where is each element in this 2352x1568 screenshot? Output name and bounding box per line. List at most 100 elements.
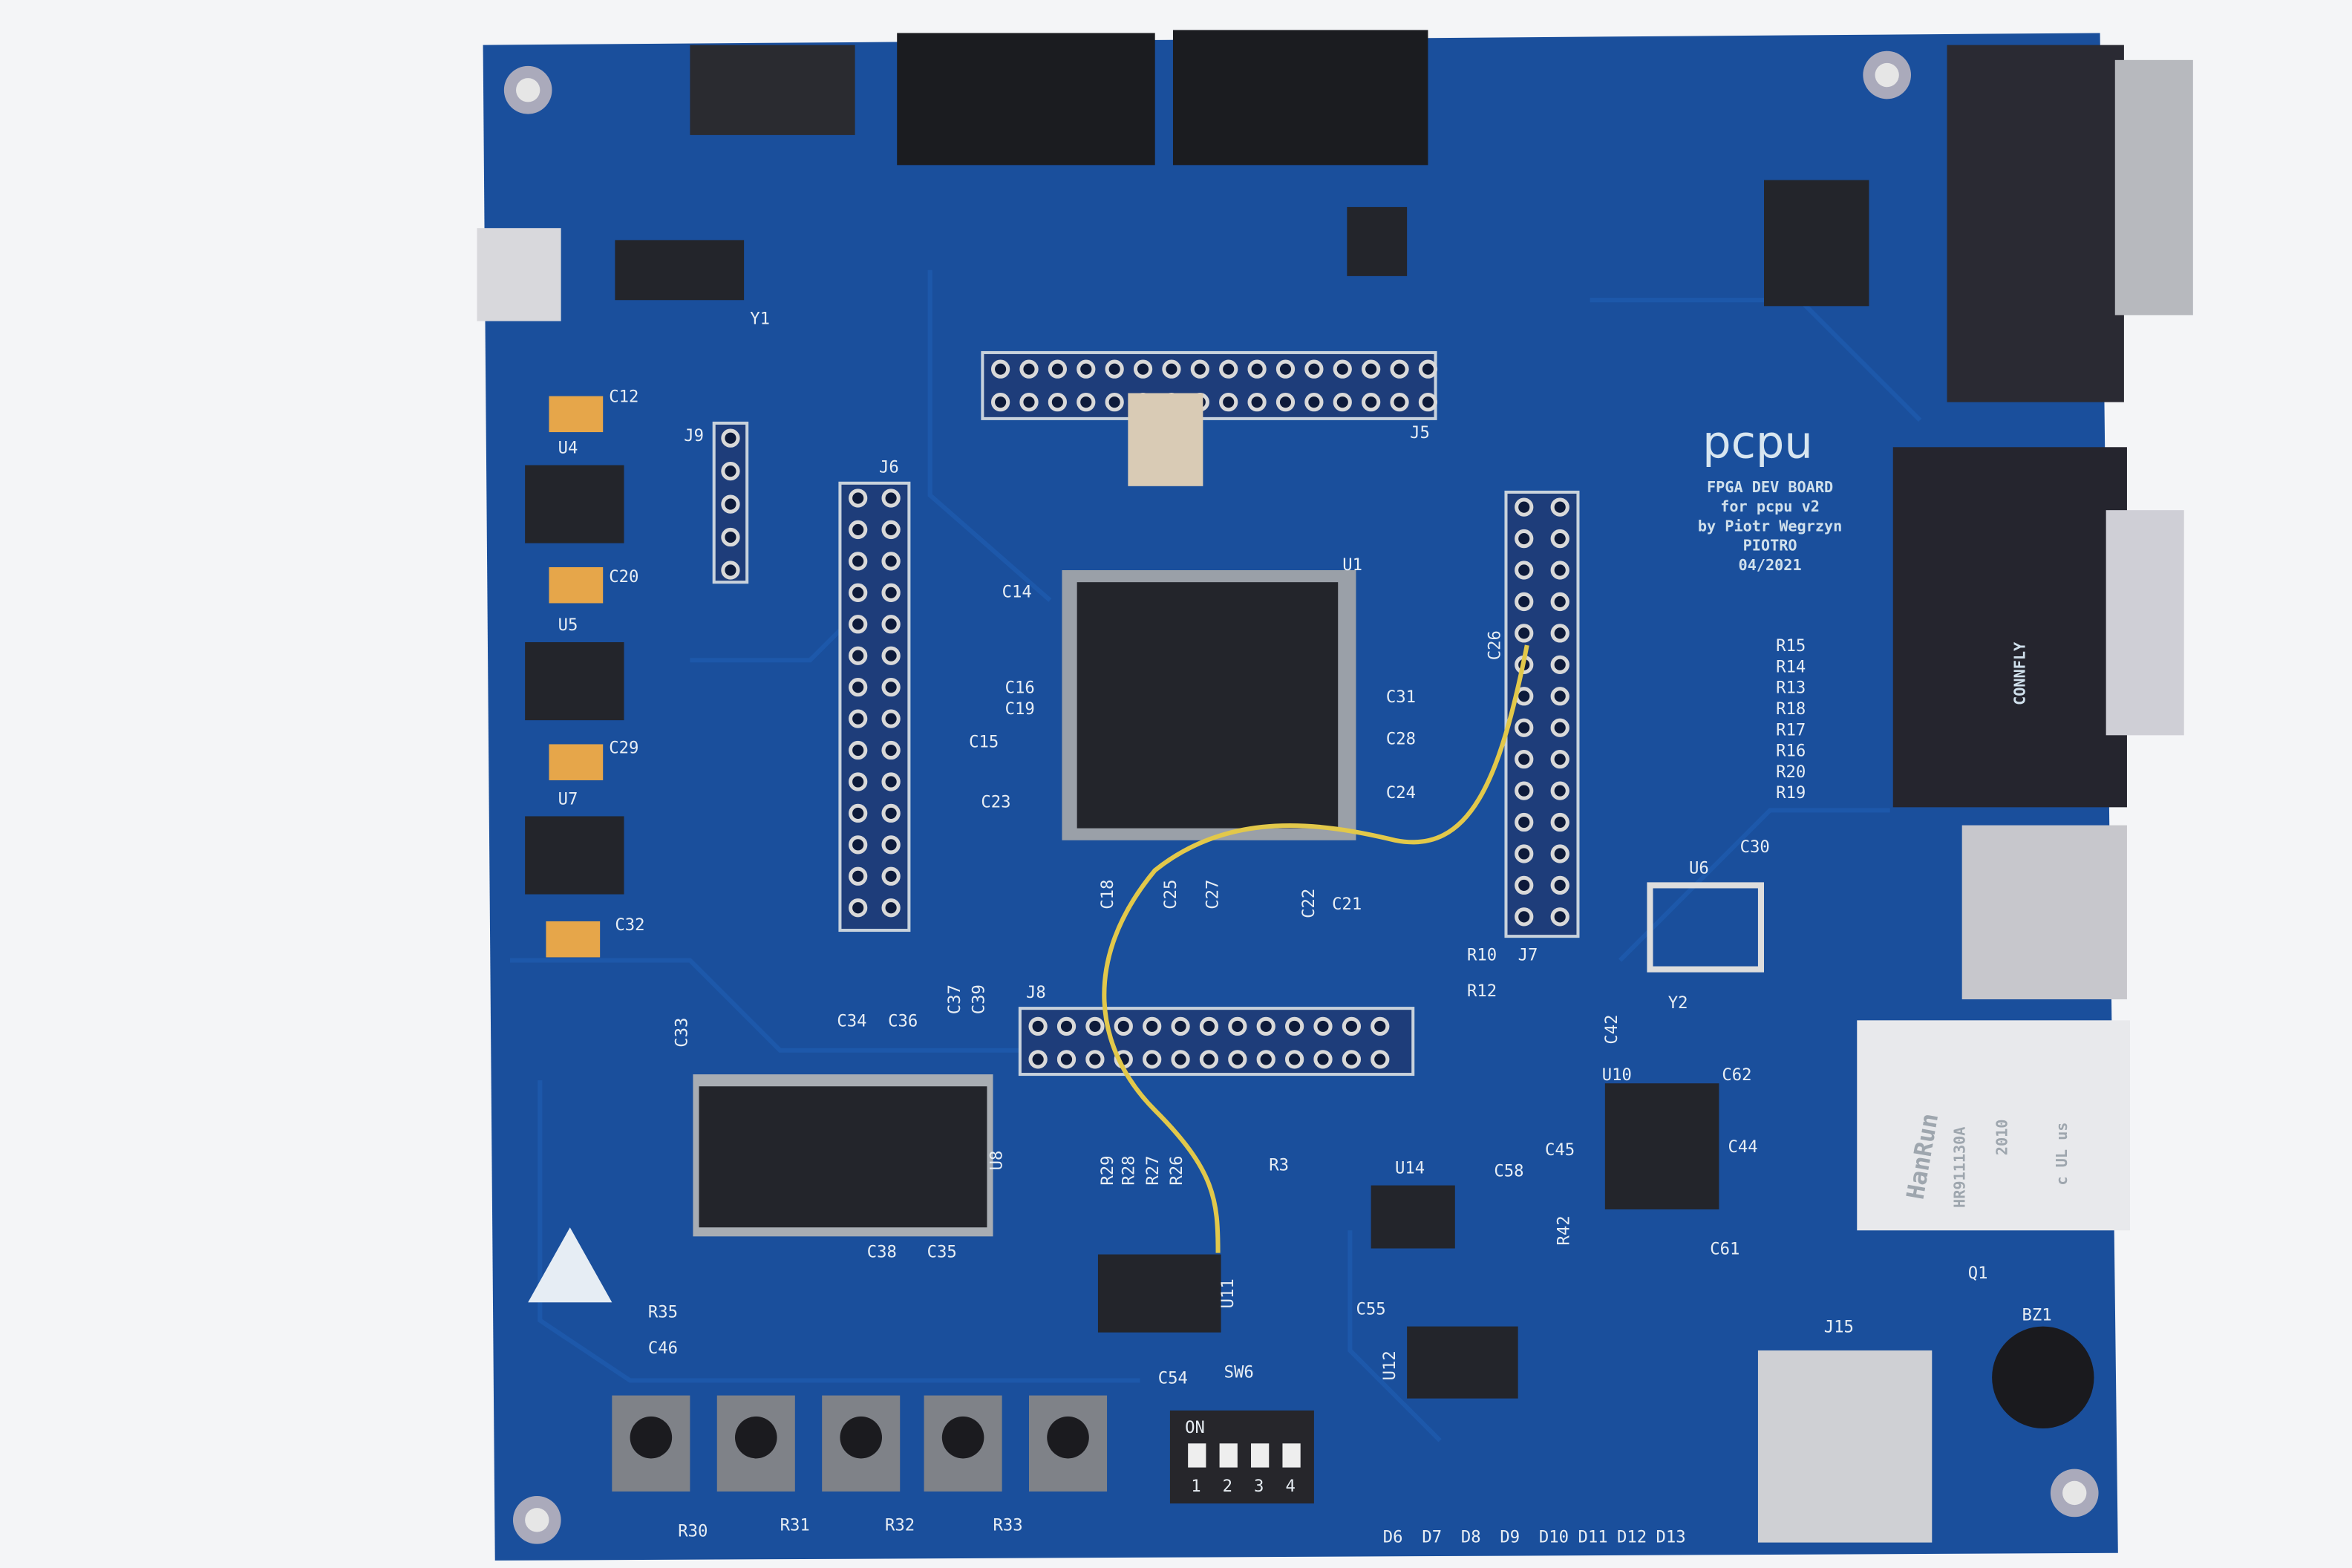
button-cap[interactable]: [630, 1416, 673, 1459]
button-cap[interactable]: [840, 1416, 882, 1459]
header-pin: [1550, 875, 1569, 895]
header-pin: [1077, 393, 1096, 412]
silkscreen-label: C22: [1299, 889, 1319, 918]
header-pin: [990, 359, 1010, 379]
header-pin: [1199, 1016, 1219, 1036]
silkscreen-label: C32: [615, 915, 644, 935]
silkscreen-label: R29: [1098, 1155, 1117, 1185]
silkscreen-label: D9: [1500, 1528, 1520, 1547]
header-pin: [1342, 1016, 1362, 1036]
silkscreen-label: C55: [1356, 1299, 1385, 1319]
header-pin: [1304, 393, 1324, 412]
header-pin: [1114, 1016, 1133, 1036]
silkscreen-label: J15: [1824, 1318, 1854, 1337]
pin-header-top: [690, 45, 855, 135]
header-pin: [849, 772, 868, 791]
silkscreen-label: R15: [1776, 636, 1806, 656]
silkscreen-label: Y2: [1668, 993, 1688, 1013]
silkscreen-label: C61: [1710, 1240, 1740, 1259]
header-holes: [721, 359, 1569, 1069]
silkscreen-label: R10: [1467, 945, 1497, 964]
header-pin: [849, 552, 868, 571]
silkscreen-label: C14: [1002, 582, 1032, 601]
silkscreen-label: C45: [1545, 1140, 1575, 1160]
header-pin: [1056, 1016, 1077, 1036]
silkscreen-label: C12: [609, 388, 638, 407]
header-pin: [881, 615, 901, 634]
dip-toggle[interactable]: [1188, 1443, 1206, 1468]
silkscreen-label: C42: [1602, 1015, 1621, 1045]
header-pin: [881, 520, 901, 540]
silkscreen-label: C54: [1158, 1368, 1188, 1388]
header-pin: [1219, 393, 1238, 412]
header-pin: [1247, 393, 1267, 412]
header-pin: [1390, 359, 1409, 379]
header-pin: [1515, 907, 1534, 927]
header-pin: [721, 494, 740, 514]
header-pin: [1342, 1050, 1362, 1069]
header-pin: [1313, 1050, 1333, 1069]
header-pin: [1219, 359, 1238, 379]
button-cap[interactable]: [941, 1416, 984, 1459]
fpga-u1: [1077, 582, 1339, 829]
dip-toggle[interactable]: [1282, 1443, 1301, 1468]
silkscreen-label: U1: [1342, 555, 1362, 575]
header-pin: [881, 803, 901, 823]
header-pin: [849, 678, 868, 697]
silkscreen-label: C62: [1722, 1065, 1751, 1085]
board-subtitle-line: 04/2021: [1739, 556, 1802, 574]
header-pin: [1028, 1050, 1048, 1069]
silkscreen-label: D7: [1422, 1528, 1442, 1547]
header-pin: [849, 740, 868, 760]
header-pin: [881, 678, 901, 697]
silkscreen-label: J7: [1518, 945, 1538, 964]
header-pin: [849, 520, 868, 540]
header-pin: [1247, 359, 1267, 379]
ps2-connector: [1961, 825, 2127, 1000]
silkscreen-label: R28: [1119, 1155, 1138, 1185]
header-j9: [712, 421, 749, 584]
header-pin: [1313, 1016, 1333, 1036]
vga-shell: [2106, 510, 2184, 736]
header-pin: [1550, 907, 1569, 927]
dip-toggle[interactable]: [1219, 1443, 1238, 1468]
header-pin: [1162, 359, 1181, 379]
ic-u12: [1407, 1326, 1518, 1399]
header-pin: [1228, 1050, 1247, 1069]
header-pin: [721, 527, 740, 547]
dip-position-label: 2: [1223, 1477, 1232, 1496]
header-pin: [1550, 497, 1569, 517]
header-pin: [1190, 359, 1209, 379]
silkscreen-label: C33: [672, 1018, 691, 1048]
silkscreen-label: C18: [1098, 880, 1117, 909]
header-pin: [1256, 1050, 1275, 1069]
header-pin: [849, 615, 868, 634]
silkscreen-label: C46: [648, 1339, 678, 1358]
header-pin: [849, 489, 868, 508]
button-cap[interactable]: [735, 1416, 777, 1459]
header-pin: [881, 709, 901, 728]
header-pin: [1515, 561, 1534, 580]
header-pin: [1550, 718, 1569, 737]
board-logo: pcpu: [1702, 416, 1813, 468]
header-pin: [1515, 718, 1534, 737]
header-j7: [1504, 490, 1580, 938]
silkscreen-label: D6: [1383, 1528, 1403, 1547]
silkscreen-label: C35: [927, 1243, 957, 1262]
silkscreen-label: U5: [558, 615, 578, 635]
header-pin: [1390, 393, 1409, 412]
dip-toggle[interactable]: [1251, 1443, 1270, 1468]
button-cap[interactable]: [1047, 1416, 1089, 1459]
header-pin: [1333, 359, 1352, 379]
header-pin: [1171, 1016, 1190, 1036]
push-buttons[interactable]: [612, 1395, 1108, 1492]
header-pin: [1284, 1050, 1304, 1069]
silkscreen-label: C36: [888, 1011, 918, 1030]
header-pin: [881, 772, 901, 791]
silkscreen-label: R14: [1776, 657, 1806, 676]
silkscreen-label: C44: [1728, 1137, 1758, 1157]
header-pin: [1019, 393, 1039, 412]
header-pin: [721, 561, 740, 580]
header-pin: [1550, 529, 1569, 549]
